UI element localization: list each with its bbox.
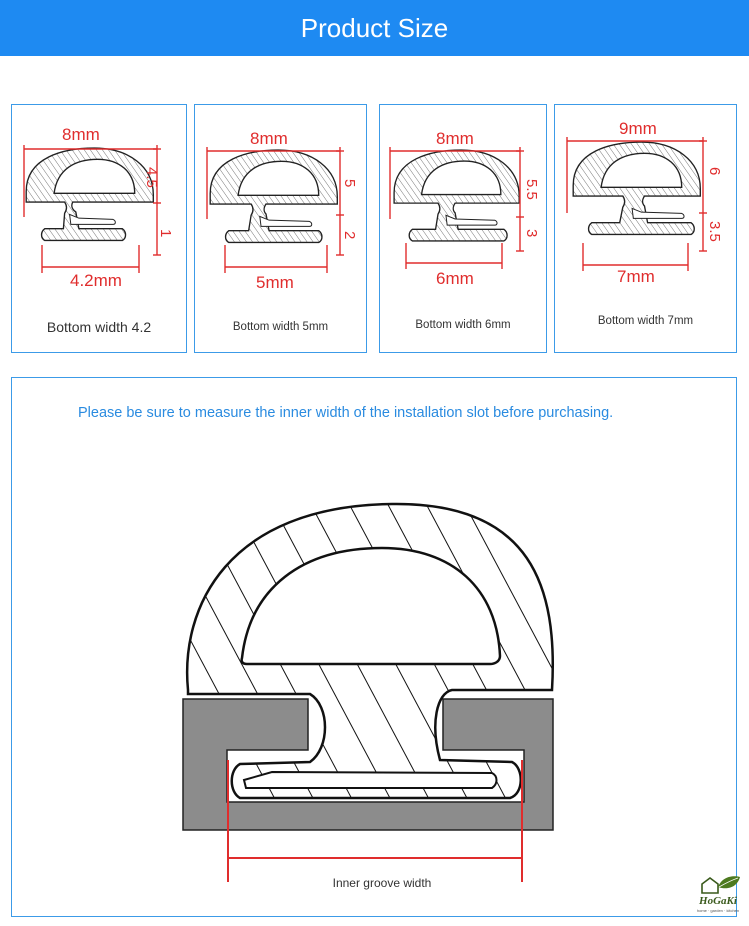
seal-profile-diagram	[23, 145, 161, 273]
card-caption: Bottom width 5mm	[232, 321, 329, 333]
measure-notice: Please be sure to measure the inner widt…	[78, 405, 614, 421]
lower-height-label: 1	[157, 229, 174, 238]
card-caption: Bottom width 6mm	[415, 319, 511, 331]
seal-profile-diagram	[566, 137, 707, 271]
installation-diagram	[182, 502, 554, 882]
logo-name: HoGaKi	[699, 895, 737, 907]
lower-height-label: 2	[341, 231, 358, 240]
lower-height-label: 3.5	[706, 221, 723, 242]
bottom-dimension-label: 6mm	[436, 269, 474, 288]
upper-height-label: 4.5	[143, 167, 160, 188]
brand-logo: HoGaKi home · garden · kitchen	[688, 873, 746, 917]
page-title: Product Size	[300, 12, 449, 43]
size-card-3: 8mm 5.5 3 6mm Bottom width 6mm	[379, 104, 547, 353]
top-dimension-label: 9mm	[619, 119, 657, 138]
bottom-dimension-label: 7mm	[617, 267, 655, 286]
card-caption: Bottom width 7mm	[597, 315, 694, 327]
groove-width-label: Inner groove width	[332, 876, 432, 890]
groove-slot	[182, 698, 554, 831]
seal-foot-hollow	[242, 770, 498, 789]
page-header: Product Size	[0, 0, 749, 56]
house-leaf-icon	[701, 876, 740, 894]
bottom-dimension-label: 4.2mm	[70, 271, 122, 290]
top-dimension-label: 8mm	[436, 129, 474, 148]
logo-tagline: home · garden · kitchen	[696, 908, 740, 913]
size-card-4: 9mm 6 3.5 7mm Bottom width 7mm	[554, 104, 737, 353]
seal-hollow	[240, 546, 502, 666]
lower-height-label: 3	[523, 229, 540, 238]
seal-profile-diagram	[389, 147, 524, 269]
upper-height-label: 5.5	[523, 179, 540, 200]
upper-height-label: 6	[706, 167, 723, 176]
installation-panel: Please be sure to measure the inner widt…	[11, 377, 737, 917]
top-dimension-label: 8mm	[62, 125, 100, 144]
seal-profile-diagram	[206, 147, 344, 273]
size-card-2: 8mm 5 2 5mm Bottom width 5mm	[194, 104, 367, 353]
upper-height-label: 5	[341, 179, 358, 188]
card-caption: Bottom width 4.2	[46, 319, 152, 335]
top-dimension-label: 8mm	[250, 129, 288, 148]
bottom-dimension-label: 5mm	[256, 273, 294, 292]
size-card-1: 8mm 4.5 1 4.2mm Bottom width 4.2	[11, 104, 187, 353]
